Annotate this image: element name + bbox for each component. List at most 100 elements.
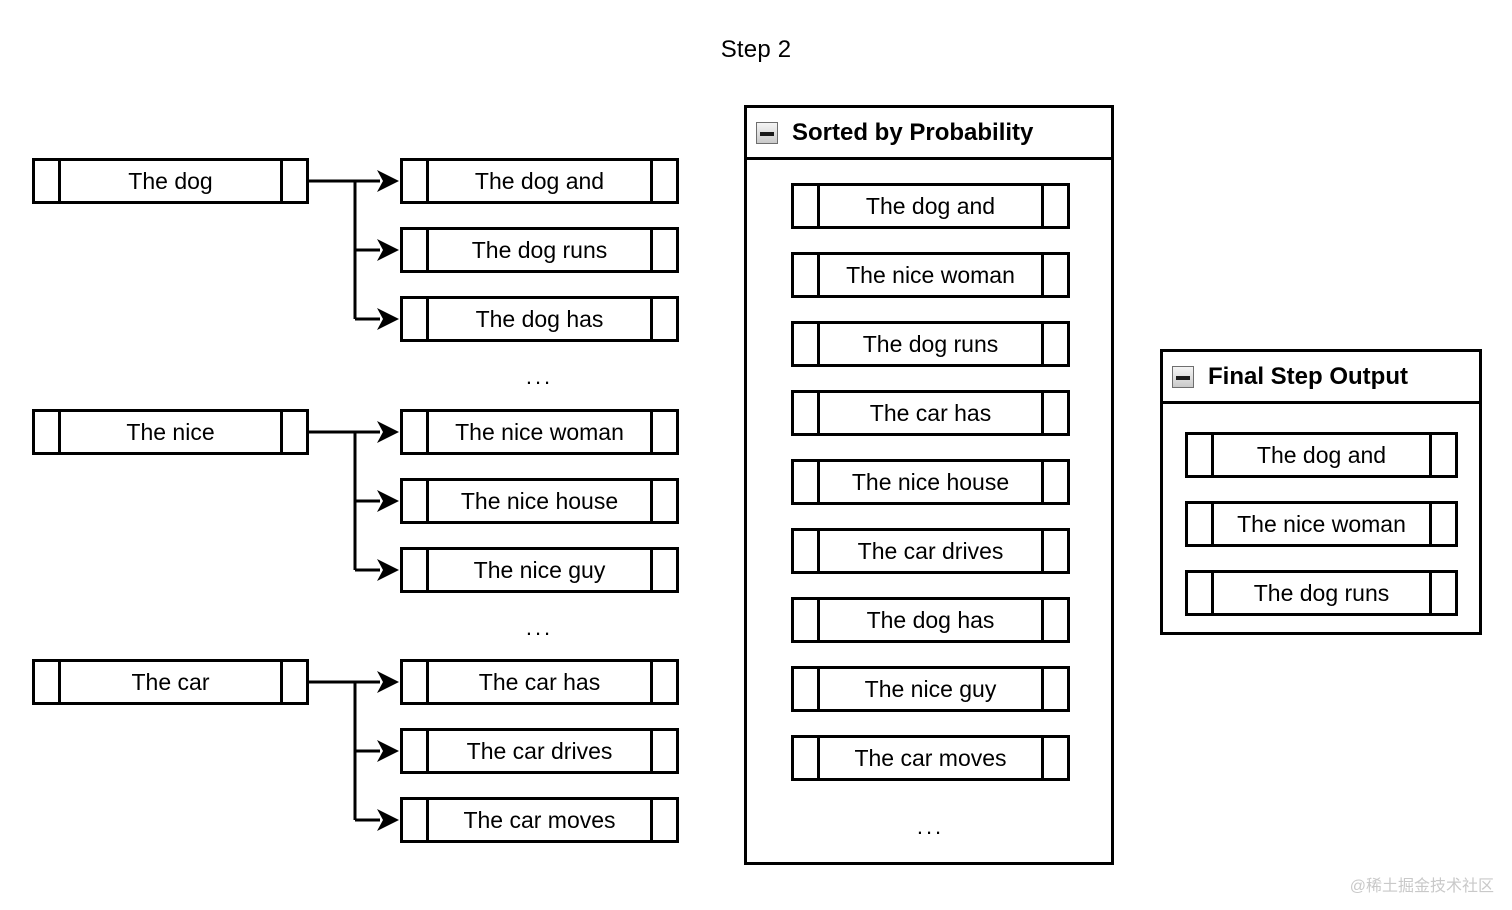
sequence-box-end-cell — [1041, 669, 1067, 709]
sequence-box-text: The dog and — [1256, 441, 1387, 468]
sequence-box-end-cell — [280, 412, 306, 452]
sorted-list-item: The nice guy — [791, 666, 1070, 712]
tree-connector — [309, 170, 399, 330]
sequence-box-end-cell — [1429, 435, 1455, 475]
minus-collapse-icon[interactable] — [756, 121, 778, 144]
sequence-box-end-cell — [650, 481, 676, 521]
sequence-box-start-cell — [794, 255, 820, 295]
sequence-box-text: The dog and — [865, 192, 996, 219]
sorted-list-item: The car drives — [791, 528, 1070, 574]
sequence-box-end-cell — [280, 161, 306, 201]
sequence-box-text: The dog and — [474, 167, 605, 194]
sequence-box-start-cell — [794, 324, 820, 364]
sequence-box-start-cell — [403, 800, 429, 840]
sequence-box-end-cell — [650, 230, 676, 270]
sorted-panel-footer-ellipsis: ... — [916, 814, 945, 839]
sequence-box-text: The nice guy — [864, 675, 997, 702]
child-sequence-box: The dog and — [400, 158, 679, 204]
sorted-list-item: The car moves — [791, 735, 1070, 781]
sequence-box-end-cell — [650, 412, 676, 452]
sequence-box-text: The dog runs — [471, 236, 608, 263]
final-output-item: The nice woman — [1185, 501, 1458, 547]
tree-connector — [309, 421, 399, 581]
sequence-box-start-cell — [403, 481, 429, 521]
sequence-box-start-cell — [35, 412, 61, 452]
arrowhead-icon — [377, 170, 399, 192]
sequence-box-start-cell — [35, 662, 61, 702]
final-output-item: The dog and — [1185, 432, 1458, 478]
arrowhead-icon — [377, 559, 399, 581]
sequence-box-text: The dog runs — [862, 330, 999, 357]
sorted-list-item: The car has — [791, 390, 1070, 436]
arrowhead-icon — [377, 308, 399, 330]
arrowhead-icon — [377, 740, 399, 762]
sequence-box-end-cell — [650, 800, 676, 840]
sequence-box-end-cell — [1429, 504, 1455, 544]
sequence-box-text: The car drives — [466, 737, 613, 764]
sequence-box-start-cell — [794, 186, 820, 226]
sequence-box-end-cell — [280, 662, 306, 702]
sequence-box-end-cell — [1041, 255, 1067, 295]
sequence-box-end-cell — [1041, 186, 1067, 226]
sequence-box-text: The nice woman — [846, 261, 1015, 288]
sequence-box-text: The car moves — [854, 744, 1007, 771]
sequence-box-start-cell — [794, 531, 820, 571]
child-sequence-box: The nice woman — [400, 409, 679, 455]
sequence-box-text: The dog has — [866, 606, 995, 633]
sorted-list-item: The nice woman — [791, 252, 1070, 298]
sequence-box-end-cell — [1041, 324, 1067, 364]
sorted-list-item: The nice house — [791, 459, 1070, 505]
group-separator-ellipsis: ... — [525, 364, 554, 389]
sequence-box-text: The car drives — [857, 537, 1004, 564]
sorted-panel-title: Sorted by Probability — [792, 118, 1034, 146]
final-output-item: The dog runs — [1185, 570, 1458, 616]
sequence-box-end-cell — [650, 161, 676, 201]
group-separator-ellipsis: ... — [525, 615, 554, 640]
minus-collapse-icon[interactable] — [1172, 365, 1194, 388]
arrowhead-icon — [377, 239, 399, 261]
sorted-list-item: The dog and — [791, 183, 1070, 229]
sequence-box-text: The car moves — [463, 806, 616, 833]
arrowhead-icon — [377, 671, 399, 693]
sequence-box-text: The nice house — [460, 487, 619, 514]
sorted-list-item: The dog runs — [791, 321, 1070, 367]
sequence-box-text: The dog — [128, 167, 213, 194]
sequence-box-start-cell — [403, 230, 429, 270]
sequence-box-end-cell — [650, 299, 676, 339]
sequence-box-end-cell — [1041, 531, 1067, 571]
sequence-box-start-cell — [794, 600, 820, 640]
parent-sequence-box: The nice — [32, 409, 309, 455]
sequence-box-start-cell — [794, 393, 820, 433]
sequence-box-start-cell — [403, 299, 429, 339]
sequence-box-text: The nice house — [851, 468, 1010, 495]
child-sequence-box: The car moves — [400, 797, 679, 843]
sorted-panel-header[interactable]: Sorted by Probability — [747, 108, 1111, 160]
sequence-box-end-cell — [650, 731, 676, 771]
sequence-box-start-cell — [403, 412, 429, 452]
sequence-box-end-cell — [1041, 393, 1067, 433]
parent-sequence-box: The car — [32, 659, 309, 705]
sequence-box-start-cell — [1188, 573, 1214, 613]
arrowhead-icon — [377, 421, 399, 443]
sequence-box-start-cell — [794, 738, 820, 778]
child-sequence-box: The dog has — [400, 296, 679, 342]
sequence-box-text: The nice woman — [1237, 510, 1406, 537]
sequence-box-start-cell — [403, 731, 429, 771]
sequence-box-text: The nice — [126, 418, 215, 445]
sequence-box-start-cell — [1188, 504, 1214, 544]
child-sequence-box: The car drives — [400, 728, 679, 774]
sequence-box-end-cell — [1041, 600, 1067, 640]
sequence-box-start-cell — [403, 550, 429, 590]
sequence-box-start-cell — [1188, 435, 1214, 475]
sequence-box-start-cell — [794, 462, 820, 502]
final-panel-header[interactable]: Final Step Output — [1163, 352, 1479, 404]
sequence-box-text: The dog runs — [1253, 579, 1390, 606]
sequence-box-end-cell — [1041, 738, 1067, 778]
sequence-box-start-cell — [35, 161, 61, 201]
sequence-box-text: The dog has — [475, 305, 604, 332]
sequence-box-start-cell — [403, 662, 429, 702]
sequence-box-text: The car has — [478, 668, 601, 695]
sequence-box-text: The car has — [869, 399, 992, 426]
